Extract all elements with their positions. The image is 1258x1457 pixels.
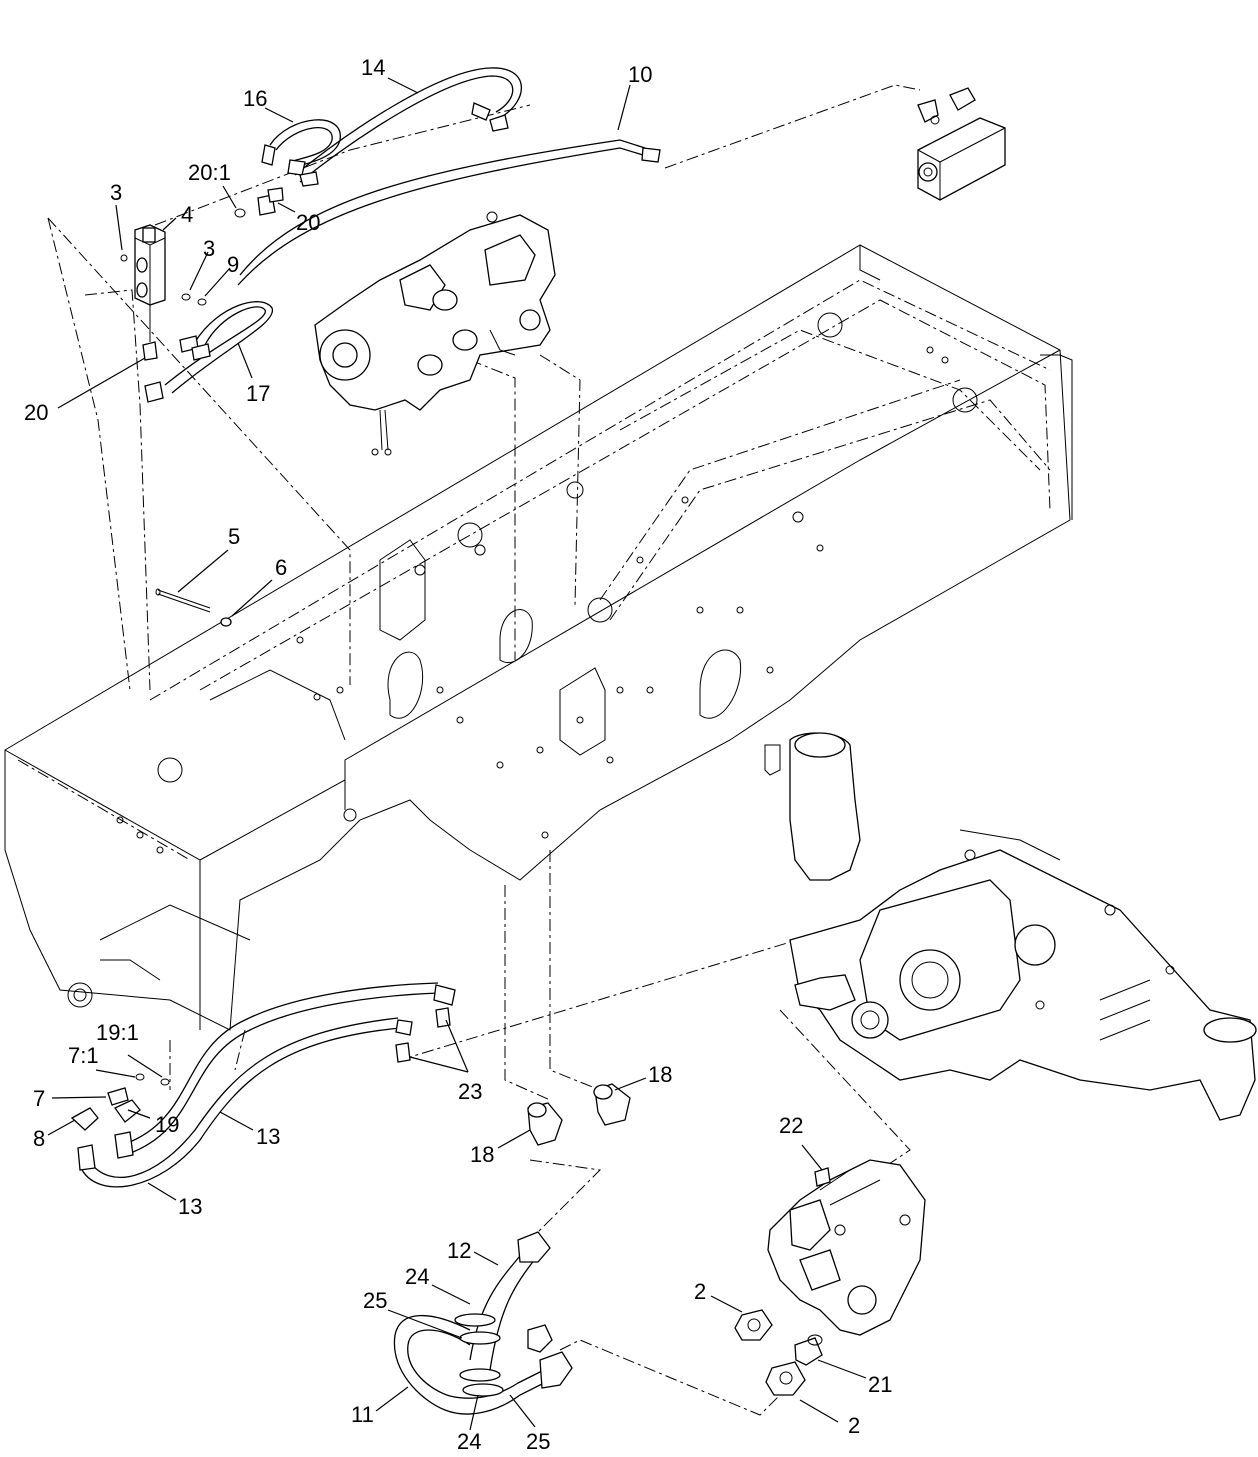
callout-11: 11 [351,1402,374,1427]
callout-20-lower: 20 [24,400,48,425]
rod-5 [155,588,211,613]
hose-10 [237,139,661,286]
callout-2-upper: 2 [694,1279,706,1304]
flange-2-upper [734,1309,773,1341]
callout-20-upper: 20 [296,210,320,235]
upper-pump-assembly [314,211,556,456]
callout-18-right: 18 [648,1062,672,1087]
callout-20-1: 20:1 [188,160,231,185]
elbow-18-left [527,1102,563,1146]
leader-lines [47,77,867,1431]
fittings-7-8-19 [70,1073,170,1131]
lower-pump-assembly [767,1159,926,1336]
hose-12 [469,1231,551,1371]
hose-14 [294,67,523,183]
elbow-18-right [593,1083,631,1126]
callout-5: 5 [228,524,240,549]
hose-11 [393,1314,573,1415]
callout-24-upper: 24 [405,1264,429,1289]
callout-4: 4 [181,202,193,227]
callout-7: 7 [33,1086,45,1111]
tee-fitting-20-upper [234,187,284,218]
callout-3-right: 3 [203,236,215,261]
callout-14: 14 [361,55,385,80]
callout-24-lower: 24 [457,1429,481,1454]
callout-9: 9 [227,252,239,277]
callout-8: 8 [33,1126,45,1151]
callout-3-top: 3 [110,180,122,205]
callout-7-1: 7:1 [68,1043,99,1068]
fitting-21 [794,1334,823,1366]
callout-2-lower: 2 [848,1413,860,1438]
frame-assembly [4,244,1073,1031]
hose-13-upper [121,982,456,1156]
flange-2-lower [765,1361,806,1396]
hose-17 [144,301,274,403]
callout-6: 6 [275,555,287,580]
callout-19-1: 19:1 [96,1020,139,1045]
callout-16: 16 [243,86,267,111]
rear-axle-assembly [789,732,1257,1121]
callout-12: 12 [447,1238,471,1263]
washer-6 [220,617,232,627]
callout-13-upper: 13 [256,1124,280,1149]
hose-13-lower [77,1017,413,1188]
callout-13-lower: 13 [178,1194,202,1219]
callout-23: 23 [458,1079,482,1104]
callout-labels: 14 10 16 20:1 3 4 20 3 9 17 20 5 6 19:1 … [24,55,892,1454]
callout-19: 19 [155,1112,179,1137]
callout-21: 21 [868,1372,892,1397]
callout-17: 17 [246,381,270,406]
valve-block-top-right [917,87,1006,201]
solenoid-valve [120,224,207,361]
callout-22: 22 [779,1113,803,1138]
callout-25-lower: 25 [526,1429,550,1454]
callout-18-left: 18 [470,1142,494,1167]
fittings-23 [395,1007,451,1063]
clamps-24-25 [454,1313,504,1397]
hose-16 [261,119,341,187]
callout-25-upper: 25 [363,1288,387,1313]
callout-10: 10 [628,62,652,87]
